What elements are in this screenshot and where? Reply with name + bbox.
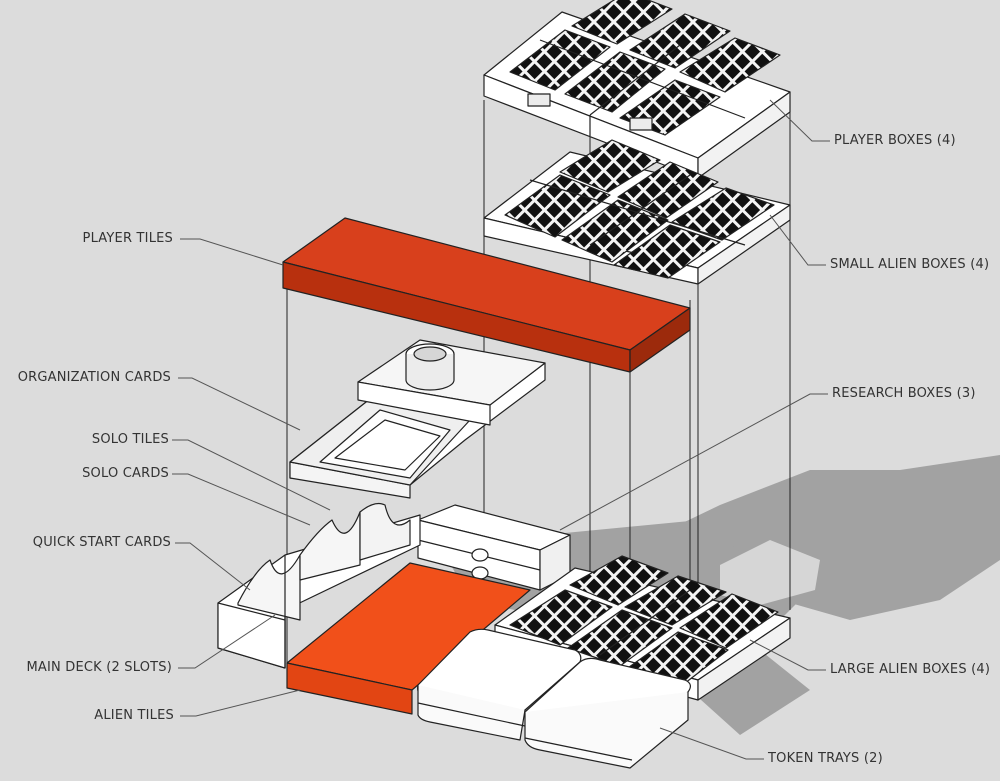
alien-tiles-label: ALIEN TILES — [94, 708, 174, 723]
token-trays — [417, 628, 691, 769]
player-tiles-label: PLAYER TILES — [82, 231, 173, 246]
organization-cards-tray — [289, 339, 546, 499]
shadow-window — [720, 540, 820, 605]
card-box — [217, 502, 421, 669]
research-boxes-label: RESEARCH BOXES (3) — [832, 386, 976, 401]
solo-cards-label: SOLO CARDS — [82, 466, 169, 481]
research-boxes — [417, 504, 571, 591]
solo-tiles-label: SOLO TILES — [91, 432, 169, 447]
small-alien-boxes — [483, 139, 791, 285]
organization-cards-label: ORGANIZATION CARDS — [17, 370, 171, 385]
player-tiles-slab — [282, 217, 691, 373]
large-alien-boxes-label: LARGE ALIEN BOXES (4) — [830, 662, 991, 677]
player-boxes-label: PLAYER BOXES (4) — [834, 133, 956, 148]
leader-lines — [172, 99, 830, 760]
main-deck-label: MAIN DECK (2 SLOTS) — [26, 660, 172, 675]
token-trays-label: TOKEN TRAYS (2) — [768, 751, 883, 766]
player-boxes — [483, 0, 791, 179]
quick-start-cards-label: QUICK START CARDS — [32, 535, 171, 550]
small-alien-boxes-label: SMALL ALIEN BOXES (4) — [830, 257, 990, 272]
alien-tiles — [286, 562, 531, 715]
